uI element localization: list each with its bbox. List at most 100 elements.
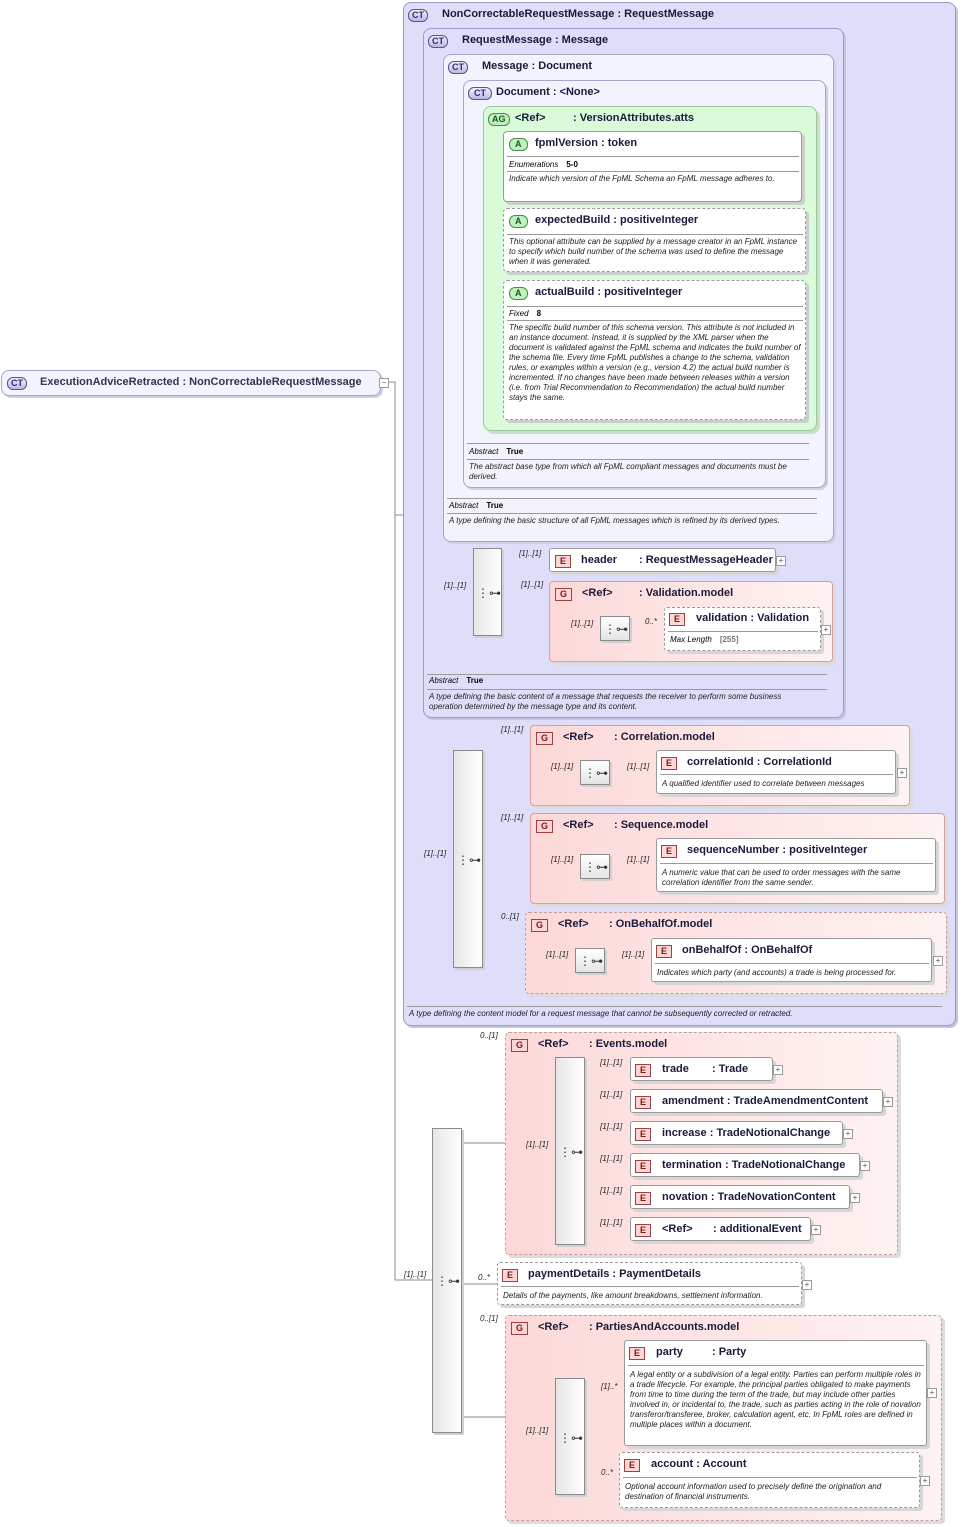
element-payment-details[interactable]: E paymentDetails : PaymentDetails Detail… [497,1262,802,1305]
ct-title: Document : <None> [496,86,600,98]
ag-ref: <Ref> [515,112,546,124]
attribute-name: expectedBuild : positiveInteger [535,214,699,226]
group-icon: G [536,820,554,833]
element-icon: E [661,757,678,770]
sequence-compositor[interactable]: ⋮⊶ [453,750,483,968]
expand-icon[interactable]: + [927,1388,937,1398]
expand-icon[interactable]: + [933,956,943,966]
sequence-icon: ⋮⊶ [559,1145,583,1159]
element-on-behalf-of[interactable]: E onBehalfOf : OnBehalfOf Indicates whic… [651,938,932,982]
sequence-compositor[interactable]: ⋮⊶ [473,548,502,636]
expand-icon[interactable]: + [776,556,786,566]
sequence-icon: ⋮⊶ [457,853,481,867]
element-termination[interactable]: E termination : TradeNotionalChange [630,1153,860,1177]
sequence-icon: ⋮⊶ [436,1274,460,1288]
element-account[interactable]: E account : Account Optional account inf… [619,1452,920,1508]
element-correlation-id[interactable]: E correlationId : CorrelationId A qualif… [656,750,896,794]
correlation-group-cardinality: [1]..[1] [501,725,524,734]
group-sequence-cardinality: [1]..[1] [551,855,574,864]
element-validation[interactable]: E validation : Validation Max Length[255… [664,607,821,651]
complex-type-icon: CT [408,9,428,22]
expand-icon[interactable]: + [883,1097,893,1107]
ct-title: Message : Document [482,60,593,72]
attribute-expected-build[interactable]: A expectedBuild : positiveInteger This o… [503,208,806,272]
root-name: ExecutionAdviceRetracted : NonCorrectabl… [40,376,362,388]
group-icon: G [511,1322,529,1335]
group-ref: <Ref> [563,731,594,743]
sequence-group-cardinality: [1]..[1] [501,813,524,822]
element-icon: E [629,1347,646,1360]
expand-icon[interactable]: + [850,1193,860,1203]
parties-group-cardinality: 0..[1] [480,1314,498,1323]
attribute-icon: A [509,138,528,151]
ct-title: RequestMessage : Message [462,34,609,46]
sequence-compositor[interactable]: ⋮⊶ [575,948,605,973]
expand-icon[interactable]: + [843,1129,853,1139]
header-cardinality: [1]..[1] [519,549,542,558]
element-name: party [656,1346,683,1358]
element-icon: E [635,1064,652,1077]
element-cardinality: [1]..[1] [600,1186,623,1195]
group-icon: G [536,732,554,745]
group-ref: <Ref> [563,819,594,831]
sequence-compositor[interactable]: ⋮⊶ [555,1057,585,1245]
element-sequence-number[interactable]: E sequenceNumber : positiveInteger A num… [656,838,936,892]
sequence-compositor[interactable]: ⋮⊶ [580,854,610,879]
element-name: : additionalEvent [713,1223,802,1235]
group-sequence-cardinality: [1]..[1] [526,1140,549,1149]
element-name: sequenceNumber : positiveInteger [687,844,868,856]
expand-icon[interactable]: + [860,1161,870,1171]
element-icon: E [635,1096,652,1109]
group-name: : Events.model [589,1038,668,1050]
attribute-icon: A [509,215,528,228]
element-type: : Trade [712,1063,749,1075]
group-name: : Sequence.model [614,819,709,831]
element-documentation: A numeric value that can be used to orde… [662,868,901,887]
events-group-cardinality: 0..[1] [480,1031,498,1040]
element-novation[interactable]: E novation : TradeNovationContent [630,1185,850,1209]
validation-group-cardinality: [1]..[1] [521,580,544,589]
element-name: validation : Validation [696,612,810,624]
element-amendment[interactable]: E amendment : TradeAmendmentContent [630,1089,883,1113]
element-name: paymentDetails : PaymentDetails [528,1268,702,1280]
group-name: : OnBehalfOf.model [609,918,713,930]
complex-type-icon: CT [428,35,448,48]
group-name: : PartiesAndAccounts.model [589,1321,740,1333]
element-documentation: A qualified identifier used to correlate… [662,779,865,788]
expand-icon[interactable]: + [821,625,831,635]
sequence-compositor[interactable]: ⋮⊶ [600,616,630,641]
element-ref: <Ref> [662,1223,693,1235]
party-cardinality: [1]..* [601,1382,618,1391]
sequence-compositor[interactable]: ⋮⊶ [555,1378,585,1495]
expand-icon[interactable]: + [811,1225,821,1235]
ct-documentation: A type defining the content model for a … [409,1009,793,1018]
expand-icon[interactable]: + [920,1476,930,1486]
element-party[interactable]: E party : Party A legal entity or a subd… [624,1340,927,1446]
root-complex-type[interactable]: CT ExecutionAdviceRetracted : NonCorrect… [1,370,381,396]
collapse-icon[interactable]: − [379,378,389,388]
element-cardinality: [1]..[1] [600,1058,623,1067]
element-cardinality: [1]..[1] [600,1122,623,1131]
sequence-icon: ⋮⊶ [584,860,608,874]
sequence-compositor[interactable]: ⋮⊶ [580,760,610,785]
element-trade[interactable]: E trade : Trade [630,1057,773,1081]
attribute-documentation: This optional attribute can be supplied … [509,237,798,266]
element-type: : RequestMessageHeader [639,554,773,566]
element-header[interactable]: E header : RequestMessageHeader [549,548,776,572]
sequence-compositor[interactable]: ⋮⊶ [432,1128,462,1433]
element-cardinality: [1]..[1] [622,950,645,959]
attribute-documentation: Indicate which version of the FpML Schem… [509,174,775,183]
element-increase[interactable]: E increase : TradeNotionalChange [630,1121,843,1145]
expand-icon[interactable]: + [773,1065,783,1075]
ct-documentation: A type defining the basic structure of a… [449,516,780,525]
element-name: novation : TradeNovationContent [662,1191,836,1203]
element-additional-event[interactable]: E <Ref> : additionalEvent [630,1217,811,1241]
complex-type-icon: CT [7,377,27,390]
expand-icon[interactable]: + [897,768,907,778]
group-name: : Correlation.model [614,731,715,743]
expand-icon[interactable]: + [802,1280,812,1290]
complex-type-icon: CT [468,87,492,100]
